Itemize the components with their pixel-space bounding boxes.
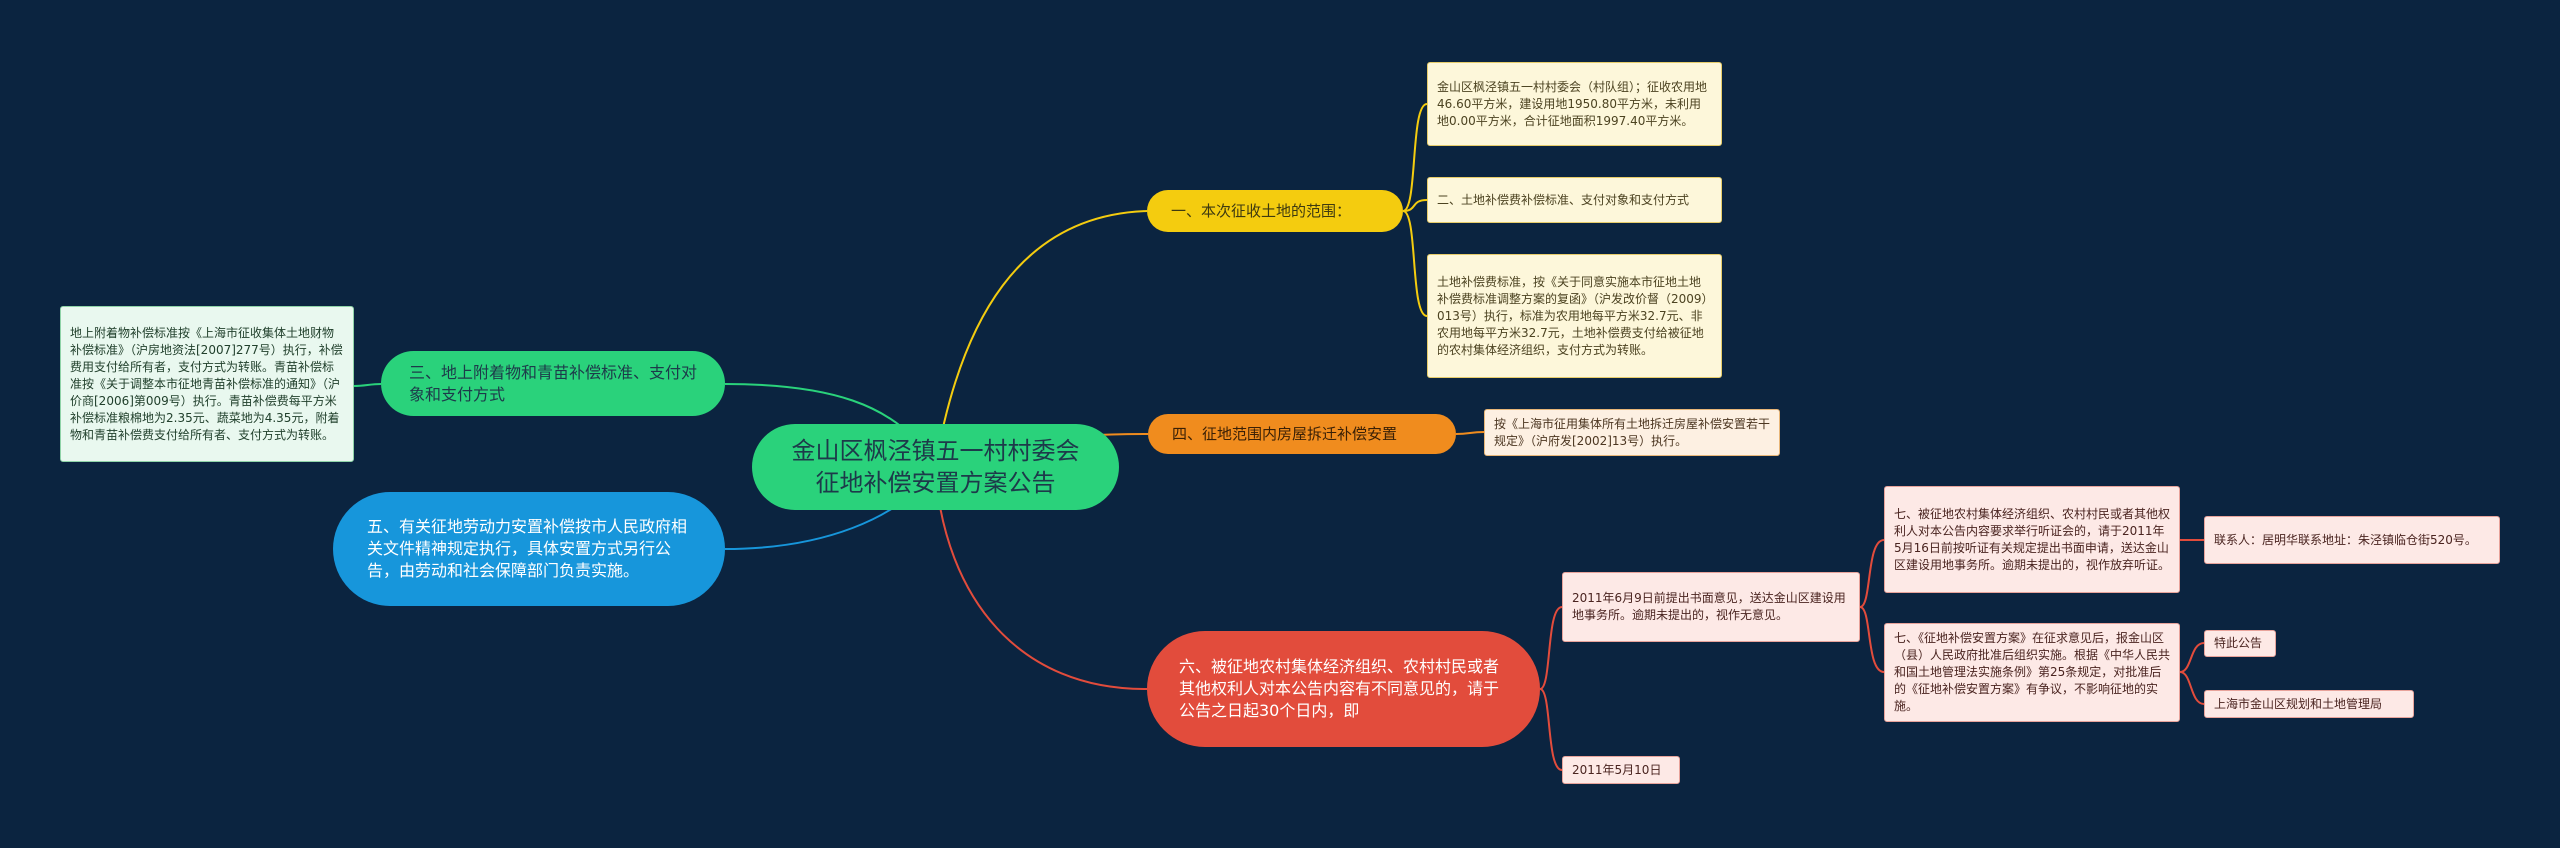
branch-land-scope[interactable]: 一、本次征收土地的范围： — [1147, 190, 1403, 232]
leaf-announcement-date[interactable]: 2011年5月10日 — [1562, 756, 1680, 784]
leaf-objection-deadline[interactable]: 2011年6月9日前提出书面意见，送达金山区建设用地事务所。逾期未提出的，视作无… — [1562, 572, 1860, 642]
link-b4-leaf1 — [1455, 431, 1485, 435]
leaf-plan-approval[interactable]: 七、《征地补偿安置方案》在征求意见后，报金山区（县）人民政府批准后组织实施。根据… — [1884, 623, 2180, 722]
link-b1-leaf2 — [1402, 199, 1428, 212]
link-b6-objection — [1539, 606, 1563, 690]
link-objection-plan — [1859, 606, 1885, 673]
leaf-relocation-rule[interactable]: 按《上海市征用集体所有土地拆迁房屋补偿安置若干规定》（沪府发[2002]13号）… — [1484, 409, 1780, 456]
link-b3-leaf1 — [353, 383, 382, 387]
leaf-land-area[interactable]: 金山区枫泾镇五一村村委会（村队组）；征收农用地46.60平方米，建设用地1950… — [1427, 62, 1722, 146]
link-b6-date — [1539, 688, 1563, 771]
leaf-compensation-standard-title[interactable]: 二、土地补偿费补偿标准、支付对象和支付方式 — [1427, 177, 1722, 223]
branch-house-relocation[interactable]: 四、征地范围内房屋拆迁补偿安置 — [1148, 414, 1456, 454]
branch-attachment-compensation[interactable]: 三、地上附着物和青苗补偿标准、支付对象和支付方式 — [381, 351, 725, 416]
link-central-b6 — [934, 467, 1148, 691]
leaf-bureau[interactable]: 上海市金山区规划和土地管理局 — [2204, 690, 2414, 718]
leaf-notice[interactable]: 特此公告 — [2204, 630, 2276, 657]
link-b1-leaf3 — [1402, 210, 1428, 317]
link-plan-notice — [2179, 642, 2205, 673]
central-topic[interactable]: 金山区枫泾镇五一村村委会征地补偿安置方案公告 — [752, 424, 1119, 510]
link-b1-leaf1 — [1402, 103, 1428, 212]
branch-objection[interactable]: 六、被征地农村集体经济组织、农村村民或者其他权利人对本公告内容有不同意见的，请于… — [1147, 631, 1540, 747]
link-plan-bureau — [2179, 671, 2205, 705]
leaf-attachment-detail[interactable]: 地上附着物补偿标准按《上海市征收集体土地财物补偿标准》（沪房地资法[2007]2… — [60, 306, 354, 462]
leaf-hearing-request[interactable]: 七、被征地农村集体经济组织、农村村民或者其他权利人对本公告内容要求举行听证会的，… — [1884, 486, 2180, 593]
branch-labor-resettlement[interactable]: 五、有关征地劳动力安置补偿按市人民政府相关文件精神规定执行，具体安置方式另行公告… — [333, 492, 725, 606]
link-objection-hearing — [1859, 539, 1885, 608]
link-central-b1 — [934, 210, 1148, 469]
leaf-land-compensation-detail[interactable]: 土地补偿费标准，按《关于同意实施本市征地土地补偿费标准调整方案的复函》（沪发改价… — [1427, 254, 1722, 378]
leaf-contact-info[interactable]: 联系人：居明华联系地址：朱泾镇临仓街520号。 — [2204, 516, 2500, 564]
